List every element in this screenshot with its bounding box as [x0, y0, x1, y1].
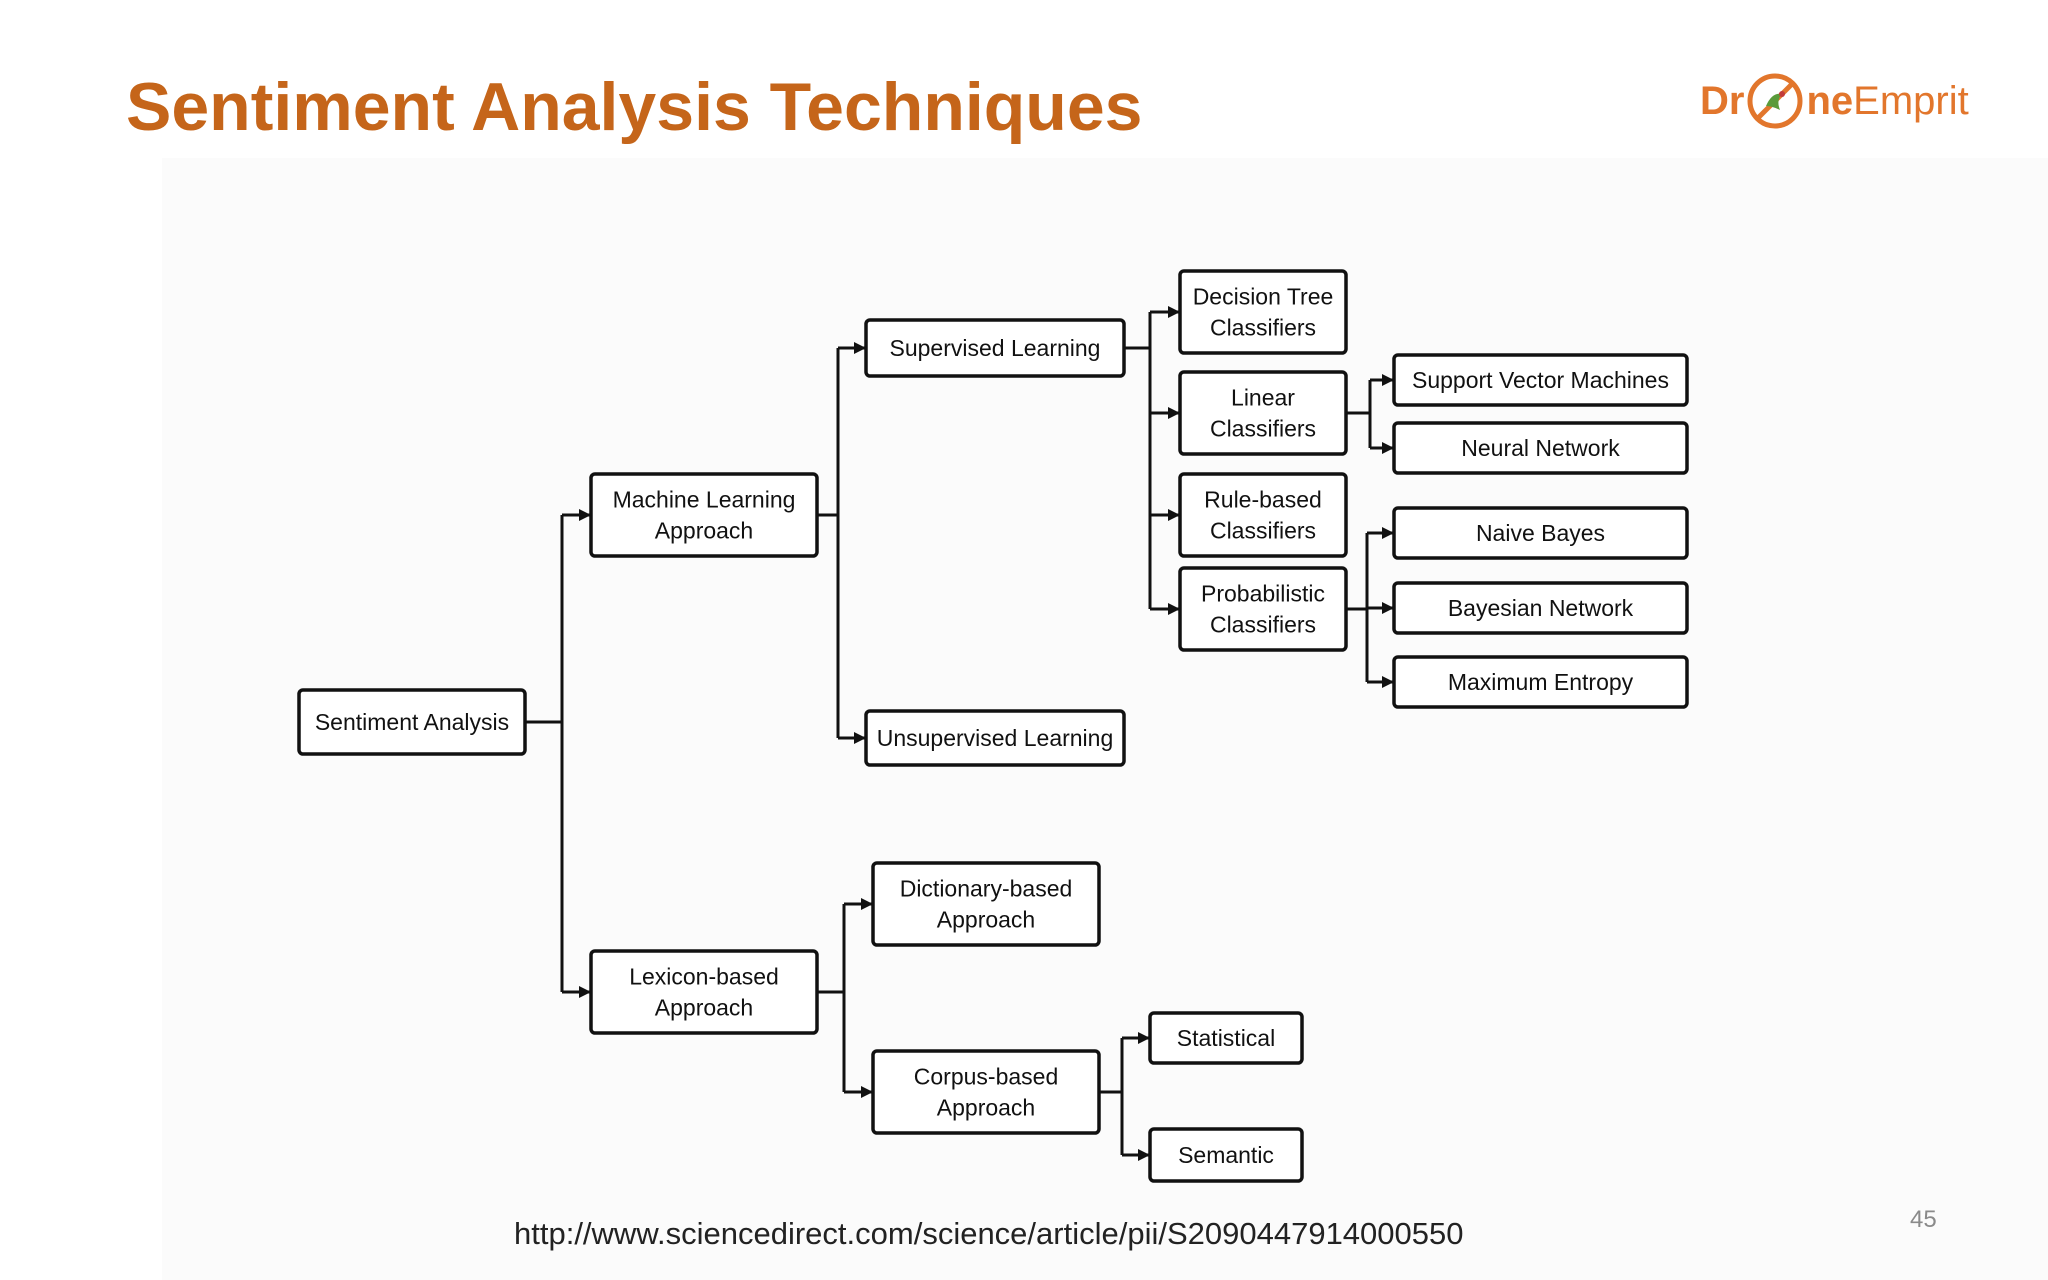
- node-label-rb: Rule-based: [1204, 487, 1322, 513]
- node-label-nb: Naive Bayes: [1476, 520, 1605, 546]
- logo: Dr ne Emprit: [1700, 66, 1969, 136]
- node-svm: Support Vector Machines: [1392, 353, 1689, 407]
- logo-text-emprit: Emprit: [1853, 78, 1969, 123]
- node-label-pc: Classifiers: [1210, 612, 1316, 638]
- node-sa: Sentiment Analysis: [297, 688, 527, 756]
- node-label-ul: Unsupervised Learning: [877, 725, 1114, 751]
- node-box-ml: [589, 472, 819, 558]
- node-box-me: [1392, 655, 1689, 709]
- drone-hummingbird-icon: [1747, 73, 1803, 129]
- node-box-nb: [1392, 506, 1689, 560]
- node-label-st: Statistical: [1177, 1025, 1275, 1051]
- node-label-lc: Linear: [1231, 385, 1295, 411]
- logo-text-ne: ne: [1806, 78, 1854, 123]
- node-nb: Naive Bayes: [1392, 506, 1689, 560]
- node-label-se: Semantic: [1178, 1142, 1274, 1168]
- node-sl: Supervised Learning: [864, 318, 1126, 378]
- node-box-nn: [1392, 421, 1689, 475]
- node-label-bn: Bayesian Network: [1448, 595, 1634, 621]
- node-nn: Neural Network: [1392, 421, 1689, 475]
- node-box-dt: [1178, 269, 1348, 355]
- node-label-lb: Lexicon-based: [629, 964, 779, 990]
- node-box-sl: [864, 318, 1126, 378]
- node-label-ml: Approach: [655, 518, 753, 544]
- node-label-lb: Approach: [655, 995, 753, 1021]
- page-number: 45: [1910, 1206, 1937, 1233]
- node-label-sa: Sentiment Analysis: [315, 709, 509, 735]
- edges-layer: [525, 306, 1394, 1161]
- node-me: Maximum Entropy: [1392, 655, 1689, 709]
- node-box-ul: [864, 709, 1126, 767]
- node-label-sl: Supervised Learning: [890, 335, 1101, 361]
- node-se: Semantic: [1148, 1127, 1304, 1183]
- node-label-nn: Neural Network: [1461, 435, 1620, 461]
- node-box-cb: [871, 1049, 1101, 1135]
- source-url: http://www.sciencedirect.com/science/art…: [514, 1216, 1464, 1251]
- node-label-ml: Machine Learning: [613, 487, 796, 513]
- node-label-dt: Classifiers: [1210, 315, 1316, 341]
- node-box-lc: [1178, 370, 1348, 456]
- node-label-db: Dictionary-based: [900, 876, 1073, 902]
- node-label-me: Maximum Entropy: [1448, 669, 1634, 695]
- node-box-st: [1148, 1011, 1304, 1065]
- slide-title: Sentiment Analysis Techniques: [126, 69, 1143, 145]
- node-box-se: [1148, 1127, 1304, 1183]
- node-label-svm: Support Vector Machines: [1412, 367, 1669, 393]
- node-label-cb: Approach: [937, 1095, 1035, 1121]
- node-label-lc: Classifiers: [1210, 416, 1316, 442]
- node-box-bn: [1392, 581, 1689, 635]
- node-box-svm: [1392, 353, 1689, 407]
- node-ul: Unsupervised Learning: [864, 709, 1126, 767]
- node-label-rb: Classifiers: [1210, 518, 1316, 544]
- node-box-db: [871, 861, 1101, 947]
- logo-text-dr: Dr: [1700, 78, 1745, 123]
- node-box-rb: [1178, 472, 1348, 558]
- nodes-layer: Sentiment Analysis Machine LearningApproa…: [297, 269, 1689, 1183]
- node-box-sa: [297, 688, 527, 756]
- node-box-lb: [589, 949, 819, 1035]
- node-box-pc: [1178, 566, 1348, 652]
- node-label-db: Approach: [937, 907, 1035, 933]
- node-label-cb: Corpus-based: [914, 1064, 1058, 1090]
- node-st: Statistical: [1148, 1011, 1304, 1065]
- node-bn: Bayesian Network: [1392, 581, 1689, 635]
- node-label-pc: Probabilistic: [1201, 581, 1325, 607]
- node-label-dt: Decision Tree: [1193, 284, 1334, 310]
